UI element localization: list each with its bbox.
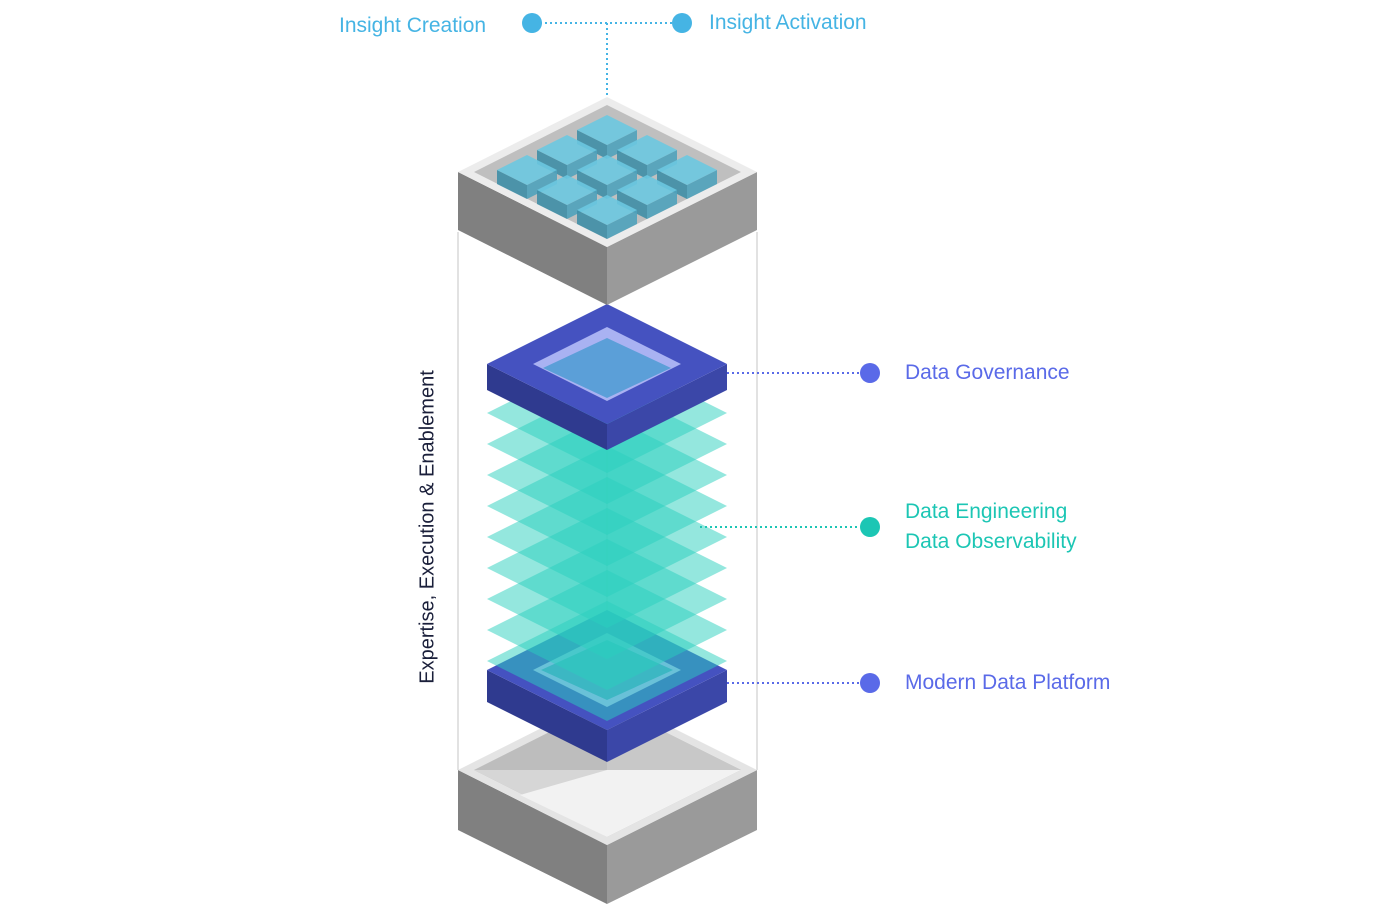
data-observability-label: Data Observability — [905, 530, 1077, 553]
insight-cube-face — [577, 170, 607, 199]
insight-cube-face — [577, 130, 607, 159]
insight-cube-face — [577, 210, 607, 239]
insight-cube-face — [577, 115, 637, 145]
insight-cube-face — [617, 135, 677, 165]
insight-cube-face — [607, 170, 637, 199]
insight-cube-face — [577, 195, 637, 225]
data-governance-dot — [860, 363, 880, 383]
insight-cube-face — [657, 170, 687, 199]
modern-data-platform-dot — [860, 673, 880, 693]
insight-cube-face — [497, 170, 527, 199]
insight-cube-face — [527, 170, 557, 199]
insight-cube-face — [657, 155, 717, 185]
insight-cube-face — [537, 135, 597, 165]
insight-cubes — [497, 115, 717, 239]
insight-cube-face — [537, 175, 597, 205]
insight-cube-face — [607, 130, 637, 159]
expertise-vertical-label: Expertise, Execution & Enablement — [416, 370, 439, 684]
insight-cube-face — [617, 175, 677, 205]
insight-cube-face — [647, 150, 677, 179]
base-block — [458, 695, 757, 904]
engineering-layer — [487, 601, 727, 721]
insight-creation-dot — [522, 13, 542, 33]
insight-cube-face — [567, 190, 597, 219]
insight-cube-face — [537, 190, 567, 219]
data-engineering-label: Data Engineering — [905, 500, 1068, 523]
insight-cube-face — [617, 150, 647, 179]
insight-activation-dot — [672, 13, 692, 33]
insight-cube-face — [577, 155, 637, 185]
insight-creation-label: Insight Creation — [339, 14, 487, 37]
insight-cube-face — [537, 150, 567, 179]
insight-cube-face — [607, 210, 637, 239]
insight-cube-face — [647, 190, 677, 219]
insight-cube-face — [567, 150, 597, 179]
insight-block — [458, 97, 757, 305]
connectors — [540, 22, 860, 684]
insight-cube-face — [687, 170, 717, 199]
insight-cube-face — [497, 155, 557, 185]
governance-frame — [487, 304, 727, 450]
insight-activation-label: Insight Activation — [709, 11, 867, 34]
data-engineering-dot — [860, 517, 880, 537]
modern-data-platform-label: Modern Data Platform — [905, 671, 1111, 694]
data-governance-label: Data Governance — [905, 361, 1070, 384]
insight-cube-face — [617, 190, 647, 219]
